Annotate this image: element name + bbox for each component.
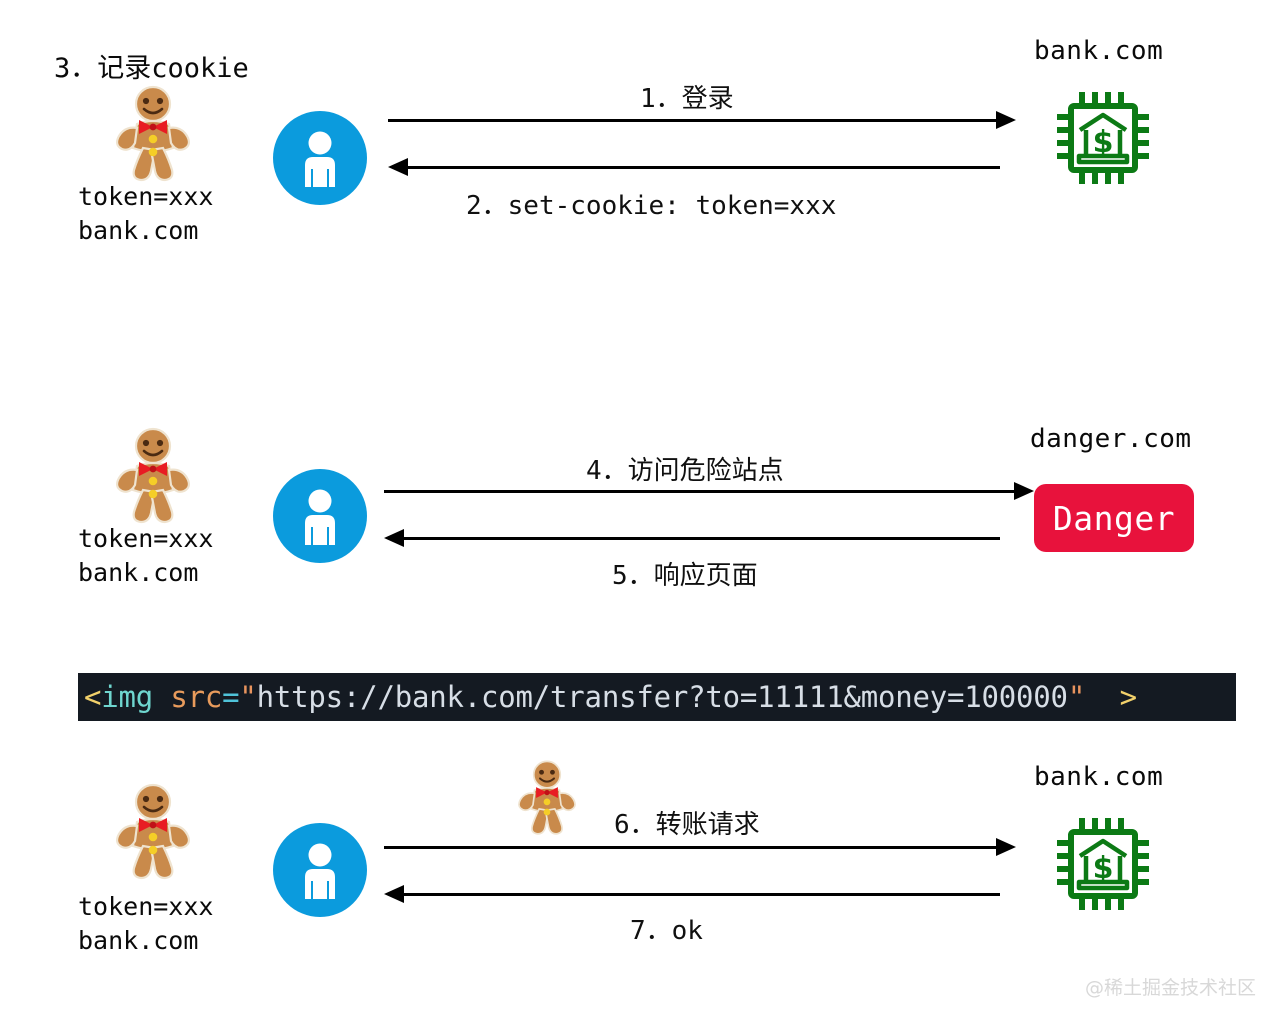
row3-arrow-request xyxy=(384,837,1016,857)
row3-server-label: bank.com xyxy=(1034,762,1164,792)
row2-server-label: danger.com xyxy=(1030,424,1192,454)
code-close-bracket: > xyxy=(1119,680,1137,714)
row2-user-circle-icon xyxy=(273,469,367,563)
code-tag-name: img xyxy=(101,680,154,714)
row3-gingerbread-cookie-icon xyxy=(103,780,203,884)
code-quote-close: " xyxy=(1067,680,1086,714)
row2-arrow-request xyxy=(384,481,1034,501)
code-space-1 xyxy=(153,680,170,714)
row3-user-circle-icon xyxy=(273,823,367,917)
code-equals: = xyxy=(222,680,240,714)
row2-cookie-text: token=xxx bank.com xyxy=(78,524,214,587)
row1-gingerbread-cookie-icon xyxy=(103,82,203,186)
row2-danger-badge[interactable]: Danger xyxy=(1034,484,1194,552)
row1-user-circle-icon xyxy=(273,111,367,205)
row1-arrow-response xyxy=(388,157,1000,177)
malicious-img-code-bar: <img src="https://bank.com/transfer?to=1… xyxy=(78,673,1236,721)
code-open-bracket: < xyxy=(84,680,102,714)
row1-step-title: 3．记录cookie xyxy=(54,53,249,84)
row1-cookie-text: token=xxx bank.com xyxy=(78,182,214,245)
row3-arrow-bottom-label: 7．ok xyxy=(630,916,703,946)
row2-arrow-bottom-label: 5．响应页面 xyxy=(612,561,758,591)
row3-cookie-text: token=xxx bank.com xyxy=(78,892,214,955)
row3-inline-gingerbread-cookie-icon xyxy=(508,757,586,839)
row3-arrow-top-label: 6．转账请求 xyxy=(614,810,760,840)
code-url-value: https://bank.com/transfer?to=11111&money… xyxy=(256,680,1068,714)
code-attr-name: src xyxy=(170,680,223,714)
row1-arrow-request xyxy=(388,110,1016,130)
row3-bank-chip-icon: $ xyxy=(1048,808,1158,920)
code-quote-open: " xyxy=(239,680,257,714)
row1-arrow-top-label: 1．登录 xyxy=(640,84,734,114)
row3-arrow-response xyxy=(384,884,1000,904)
row2-arrow-top-label: 4．访问危险站点 xyxy=(586,456,784,486)
row2-gingerbread-cookie-icon xyxy=(103,424,203,528)
row1-arrow-bottom-label: 2．set-cookie: token=xxx xyxy=(466,191,837,221)
watermark: @稀土掘金技术社区 xyxy=(1084,977,1256,999)
row1-bank-chip-icon: $ xyxy=(1048,82,1158,194)
svg-text:$: $ xyxy=(1093,125,1114,160)
row1-server-label: bank.com xyxy=(1034,36,1164,66)
code-space-2 xyxy=(1085,680,1120,714)
row2-arrow-response xyxy=(384,528,1000,548)
svg-text:$: $ xyxy=(1093,851,1114,886)
